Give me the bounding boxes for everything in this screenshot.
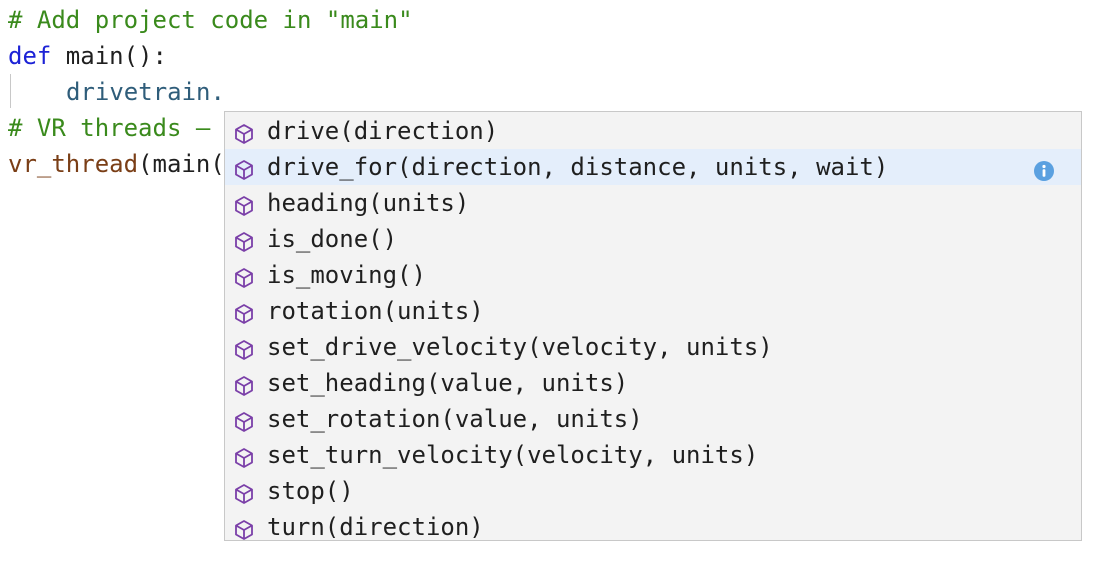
indent-guide: [10, 74, 11, 108]
info-icon[interactable]: [1033, 156, 1055, 181]
method-cube-icon: [232, 372, 256, 396]
suggestion-item[interactable]: stop(): [225, 473, 1081, 509]
autocomplete-suggestion-list[interactable]: drive(direction) drive_for(direction, dis…: [224, 111, 1082, 541]
suggestion-item[interactable]: set_rotation(value, units): [225, 401, 1081, 437]
method-cube-icon: [232, 156, 256, 180]
suggestion-item[interactable]: set_heading(value, units): [225, 365, 1081, 401]
suggestion-label: turn(direction): [267, 513, 484, 541]
suggestion-label: is_done(): [267, 225, 398, 253]
method-cube-icon: [232, 480, 256, 504]
method-cube-icon: [232, 120, 256, 144]
suggestion-item[interactable]: set_turn_velocity(velocity, units): [225, 437, 1081, 473]
suggestion-item[interactable]: drive_for(direction, distance, units, wa…: [225, 149, 1081, 185]
code-line-5[interactable]: vr_thread(main(: [8, 146, 225, 182]
method-cube-icon: [232, 336, 256, 360]
main-definition: main():: [51, 42, 167, 70]
code-line-4[interactable]: # VR threads —: [8, 110, 210, 146]
suggestion-item[interactable]: turn(direction): [225, 509, 1081, 545]
vr-thread-function: vr_thread: [8, 150, 139, 178]
keyword-def: def: [8, 42, 52, 70]
suggestion-label: set_turn_velocity(velocity, units): [267, 441, 759, 469]
method-cube-icon: [232, 444, 256, 468]
method-cube-icon: [232, 300, 256, 324]
suggestion-label: stop(): [267, 477, 354, 505]
method-cube-icon: [232, 408, 256, 432]
drivetrain-identifier: drivetrain.: [66, 78, 225, 106]
suggestion-label: is_moving(): [267, 261, 426, 289]
suggestion-item[interactable]: rotation(units): [225, 293, 1081, 329]
suggestion-label: drive(direction): [267, 117, 499, 145]
method-cube-icon: [232, 516, 256, 540]
suggestion-label: set_rotation(value, units): [267, 405, 643, 433]
method-cube-icon: [232, 192, 256, 216]
code-line-1[interactable]: # Add project code in "main": [8, 2, 413, 38]
vr-thread-args: (main(: [138, 150, 225, 178]
suggestion-item[interactable]: heading(units): [225, 185, 1081, 221]
suggestion-item[interactable]: set_drive_velocity(velocity, units): [225, 329, 1081, 365]
suggestion-item[interactable]: drive(direction): [225, 113, 1081, 149]
suggestion-label: heading(units): [267, 189, 470, 217]
suggestion-label: set_heading(value, units): [267, 369, 629, 397]
method-cube-icon: [232, 264, 256, 288]
comment-add-project-code: # Add project code in "main": [8, 6, 413, 34]
suggestion-label: rotation(units): [267, 297, 484, 325]
comment-vr-threads: # VR threads —: [8, 114, 211, 142]
suggestion-label: set_drive_velocity(velocity, units): [267, 333, 773, 361]
code-line-3[interactable]: drivetrain.: [8, 74, 225, 110]
code-line-2[interactable]: def main():: [8, 38, 167, 74]
suggestion-item[interactable]: is_done(): [225, 221, 1081, 257]
suggestion-label: drive_for(direction, distance, units, wa…: [267, 153, 889, 181]
suggestion-item[interactable]: is_moving(): [225, 257, 1081, 293]
method-cube-icon: [232, 228, 256, 252]
